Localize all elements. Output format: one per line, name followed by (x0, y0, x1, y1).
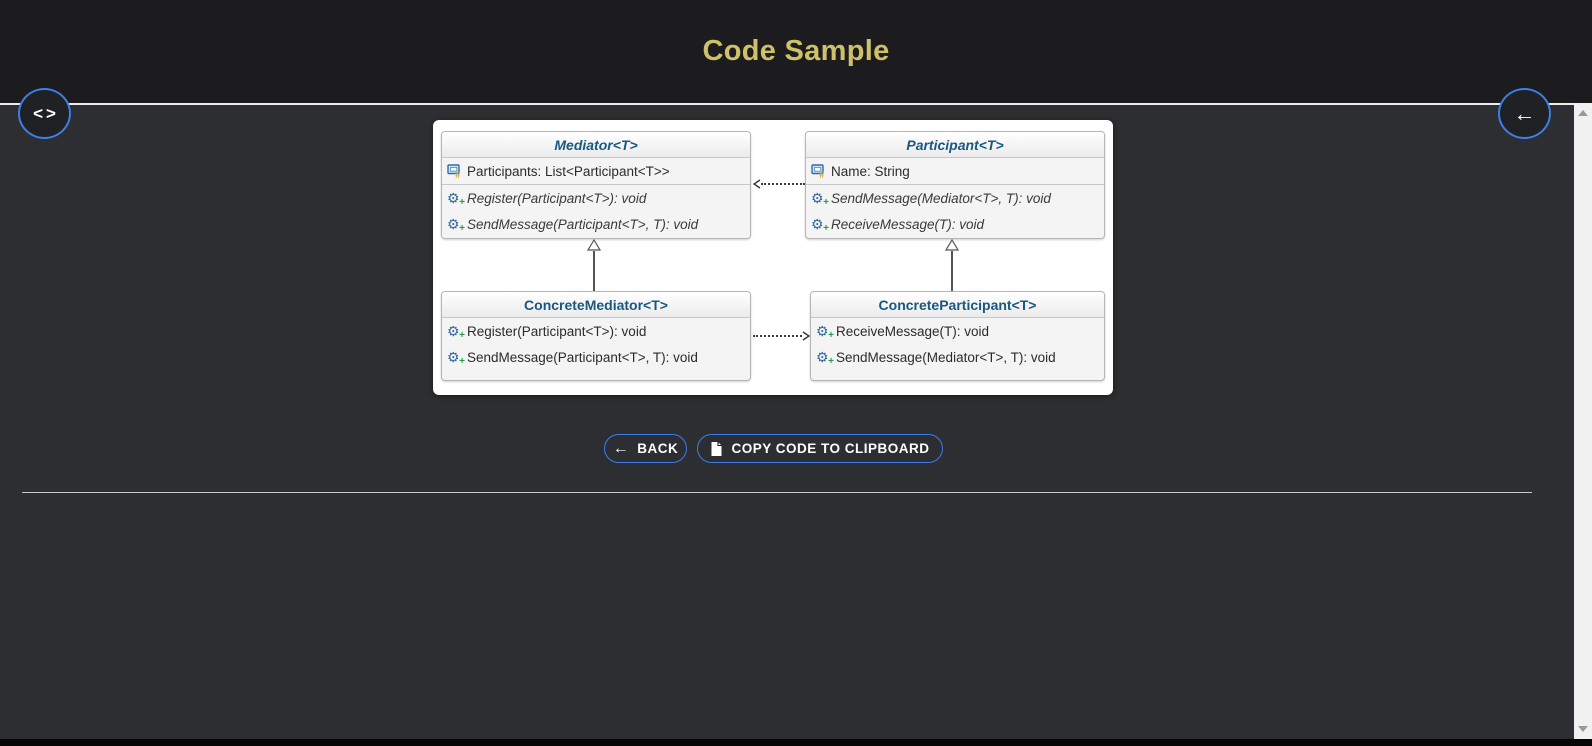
vertical-scrollbar[interactable] (1574, 103, 1592, 739)
inheritance-arrow-mediator (587, 239, 601, 291)
class-box-concrete-mediator: ConcreteMediator<T> ⚙+ Register(Particip… (441, 291, 751, 381)
back-button-label: BACK (637, 441, 679, 456)
public-method-icon: ⚙+ (447, 349, 465, 367)
svg-text:#: # (455, 170, 460, 179)
field-row: # Name: String (806, 158, 1104, 184)
protected-field-icon: # (811, 163, 827, 179)
copy-code-button[interactable]: COPY CODE TO CLIPBOARD (697, 434, 943, 463)
public-method-icon: ⚙+ (816, 323, 834, 341)
method-text: ReceiveMessage(T): void (831, 216, 985, 232)
class-title: ConcreteMediator<T> (442, 292, 750, 318)
methods-compartment: ⚙+ SendMessage(Mediator<T>, T): void ⚙+ … (806, 185, 1104, 237)
method-row: ⚙+ Register(Participant<T>): void (442, 318, 750, 344)
methods-compartment: ⚙+ Register(Participant<T>): void ⚙+ Sen… (442, 185, 750, 237)
class-box-concrete-participant: ConcreteParticipant<T> ⚙+ ReceiveMessage… (810, 291, 1105, 381)
methods-compartment: ⚙+ ReceiveMessage(T): void ⚙+ SendMessag… (811, 318, 1104, 370)
section-divider (22, 492, 1532, 493)
method-text: SendMessage(Mediator<T>, T): void (831, 190, 1051, 206)
method-row: ⚙+ SendMessage(Participant<T>, T): void (442, 344, 750, 370)
method-text: SendMessage(Participant<T>, T): void (467, 349, 698, 365)
header-bar: Code Sample (0, 0, 1592, 105)
method-row: ⚙+ ReceiveMessage(T): void (806, 211, 1104, 237)
public-method-icon: ⚙+ (811, 216, 829, 234)
back-arrow-icon: ← (612, 439, 630, 457)
class-title: Mediator<T> (442, 132, 750, 158)
left-arrow-icon: ← (1513, 100, 1536, 126)
scroll-down-icon[interactable] (1578, 726, 1588, 732)
public-method-icon: ⚙+ (447, 323, 465, 341)
page-title: Code Sample (702, 35, 890, 67)
class-box-participant: Participant<T> # Name: String ⚙+ SendMes… (805, 131, 1105, 239)
public-method-icon: ⚙+ (447, 190, 465, 208)
svg-text:#: # (819, 170, 824, 179)
uml-diagram-panel: Mediator<T> # Participants: List<Partici… (433, 120, 1113, 395)
code-brackets-icon: <> (33, 103, 59, 123)
open-arrowhead-right-icon (802, 331, 810, 341)
hollow-triangle-icon (587, 239, 601, 251)
method-text: SendMessage(Mediator<T>, T): void (836, 349, 1056, 365)
public-method-icon: ⚙+ (811, 190, 829, 208)
field-text: Name: String (831, 163, 910, 179)
dependency-arrow-participant-to-mediator (753, 179, 805, 189)
method-row: ⚙+ SendMessage(Mediator<T>, T): void (806, 185, 1104, 211)
class-box-mediator: Mediator<T> # Participants: List<Partici… (441, 131, 751, 239)
bottom-edge-bar (0, 739, 1592, 746)
inheritance-arrow-participant (945, 239, 959, 291)
methods-compartment: ⚙+ Register(Participant<T>): void ⚙+ Sen… (442, 318, 750, 370)
back-button[interactable]: ← BACK (604, 434, 687, 463)
copy-button-label: COPY CODE TO CLIPBOARD (731, 441, 930, 456)
toggle-code-panel-button[interactable]: <> (18, 88, 71, 139)
fields-compartment: # Participants: List<Participant<T>> (442, 158, 750, 185)
method-text: Register(Participant<T>): void (467, 323, 647, 339)
method-row: ⚙+ SendMessage(Mediator<T>, T): void (811, 344, 1104, 370)
method-text: SendMessage(Participant<T>, T): void (467, 216, 699, 232)
hollow-triangle-icon (945, 239, 959, 251)
dependency-arrow-mediator-to-participant (753, 331, 810, 341)
class-title: ConcreteParticipant<T> (811, 292, 1104, 318)
field-row: # Participants: List<Participant<T>> (442, 158, 750, 184)
protected-field-icon: # (447, 163, 463, 179)
public-method-icon: ⚙+ (816, 349, 834, 367)
fields-compartment: # Name: String (806, 158, 1104, 185)
class-title: Participant<T> (806, 132, 1104, 158)
method-row: ⚙+ ReceiveMessage(T): void (811, 318, 1104, 344)
scroll-up-icon[interactable] (1578, 110, 1588, 116)
back-circle-button[interactable]: ← (1498, 88, 1551, 139)
method-text: Register(Participant<T>): void (467, 190, 647, 206)
public-method-icon: ⚙+ (447, 216, 465, 234)
open-arrowhead-left-icon (753, 179, 761, 189)
clipboard-file-icon (710, 441, 723, 457)
method-row: ⚙+ SendMessage(Participant<T>, T): void (442, 211, 750, 237)
field-text: Participants: List<Participant<T>> (467, 163, 670, 179)
method-row: ⚙+ Register(Participant<T>): void (442, 185, 750, 211)
method-text: ReceiveMessage(T): void (836, 323, 990, 339)
